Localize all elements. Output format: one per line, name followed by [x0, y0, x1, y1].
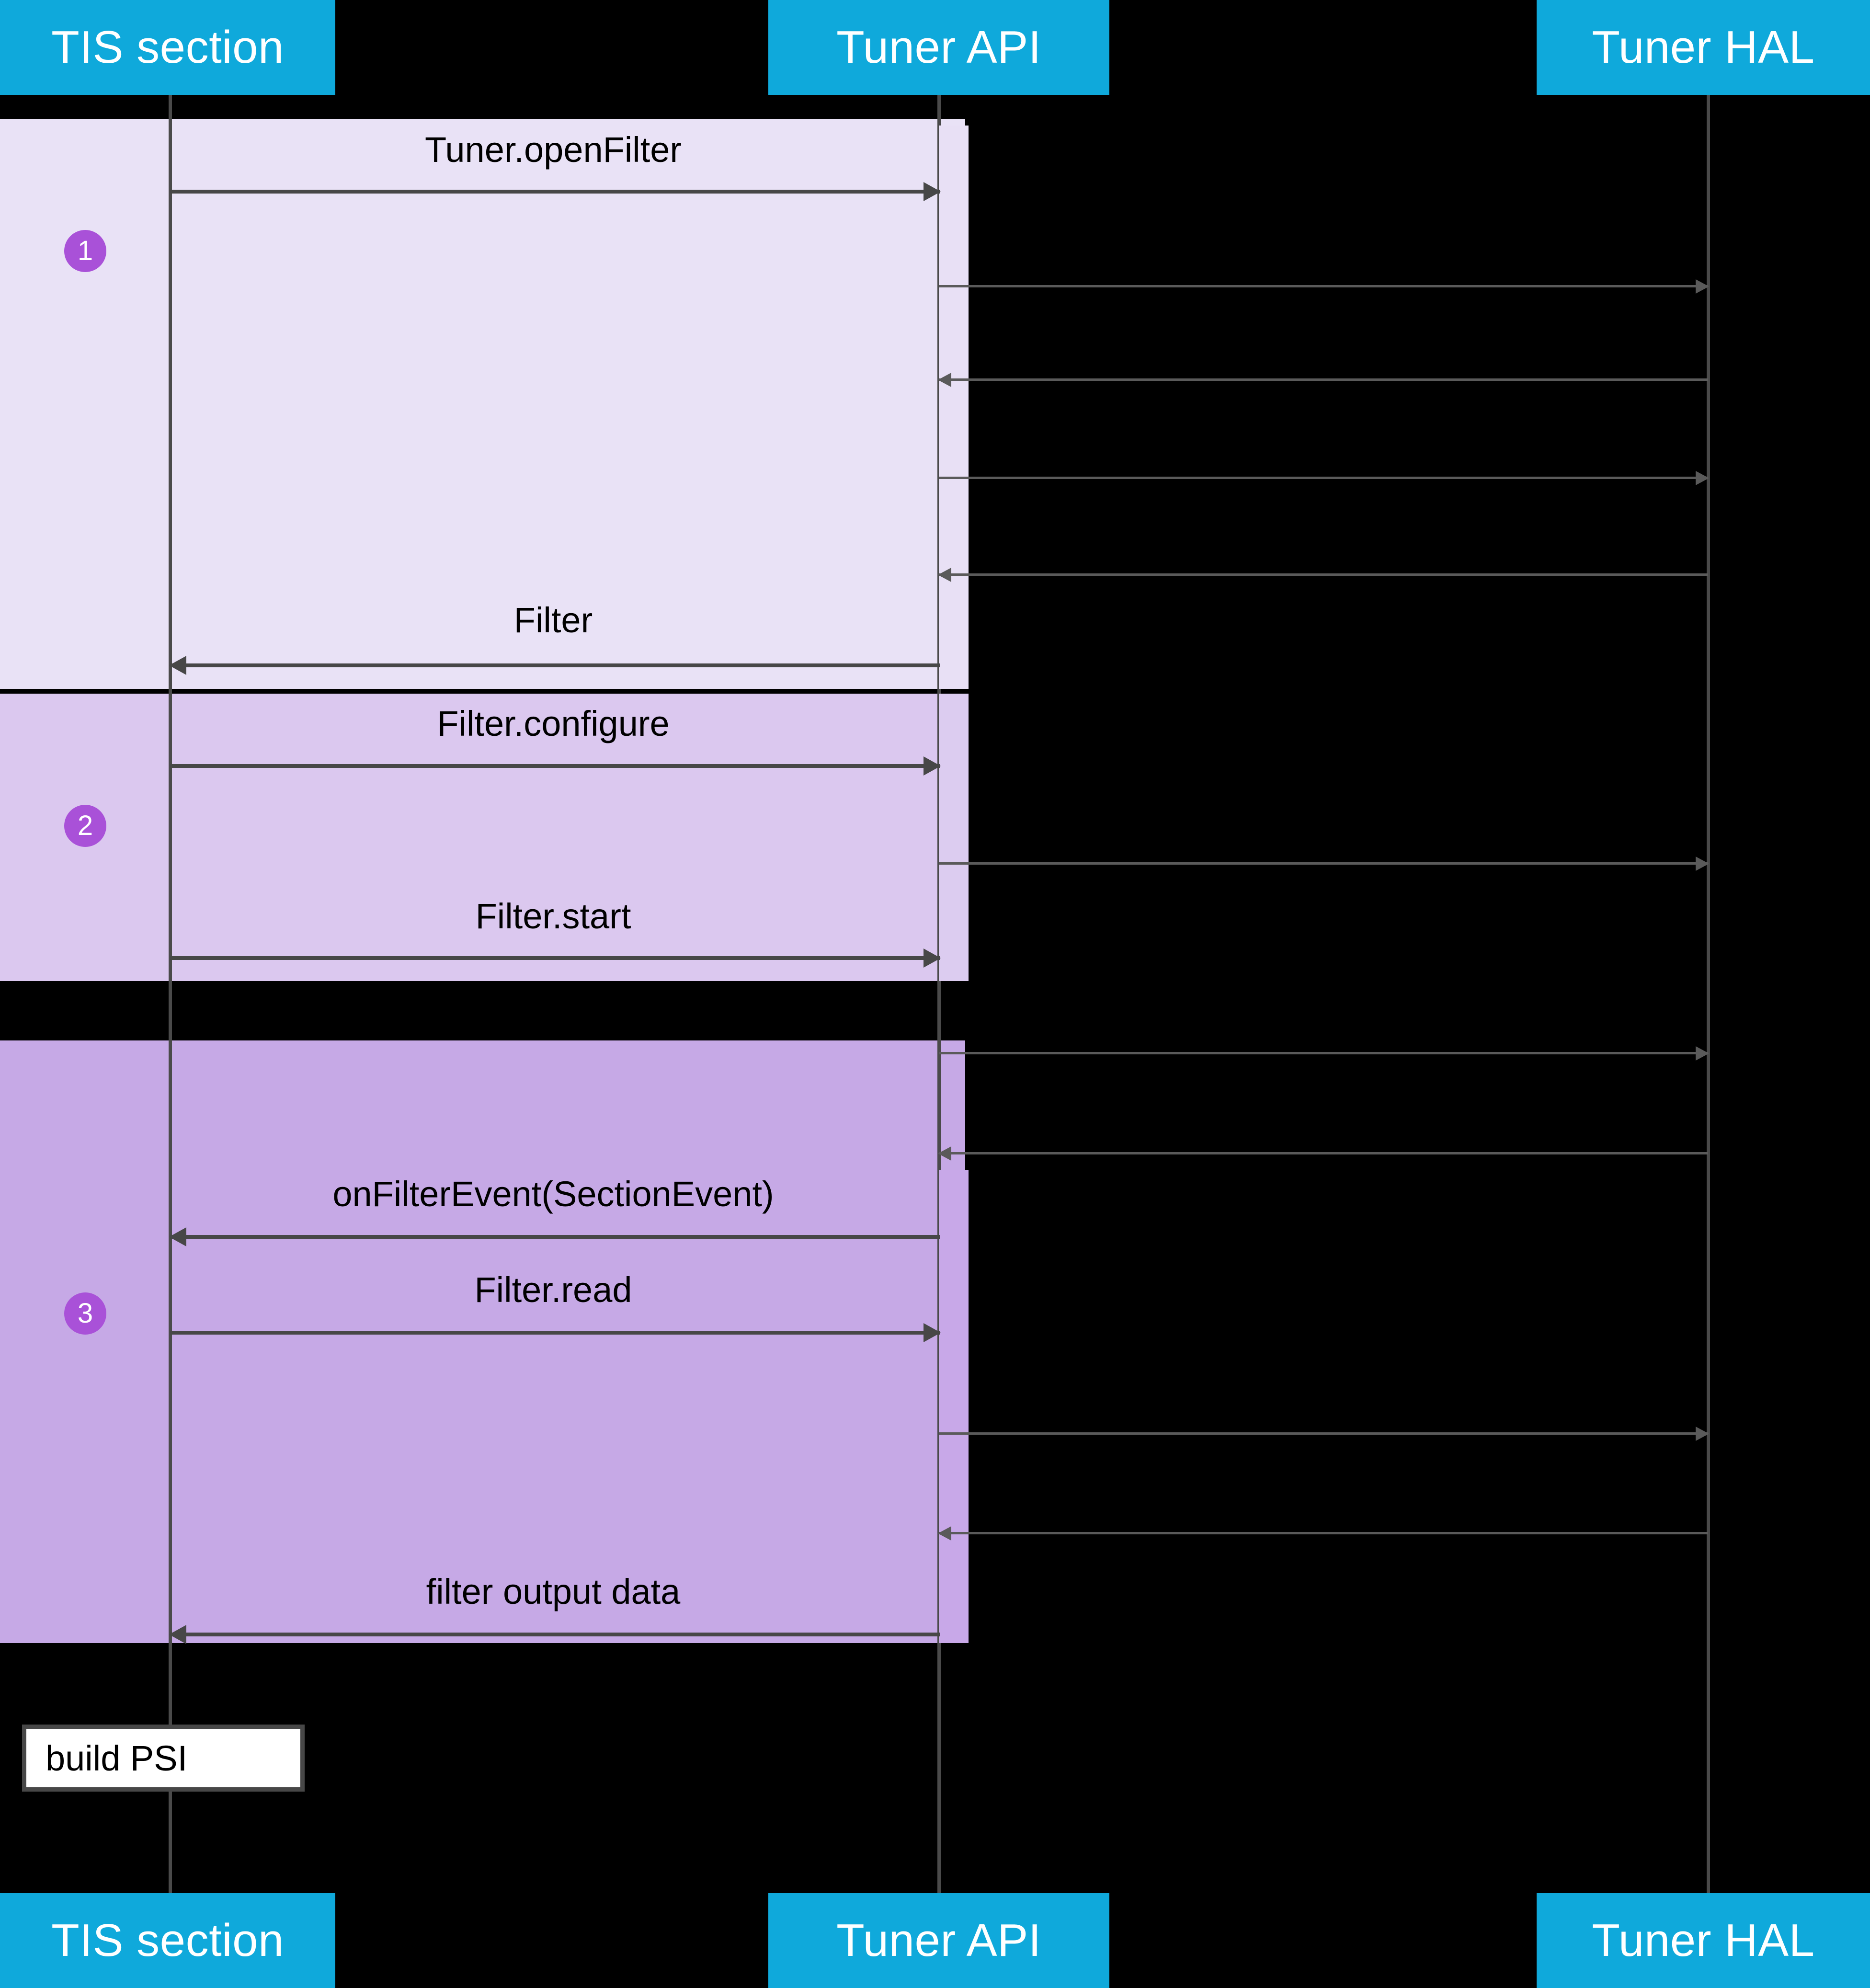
step-badge-1: 1: [64, 230, 106, 272]
step-badge-3: 3: [64, 1292, 106, 1335]
lifeline-tuner-api: [937, 95, 941, 1925]
step-region-2: [0, 694, 965, 981]
lifeline-tuner-hal: [1707, 95, 1710, 1925]
activation-tuner-api-1: [939, 126, 969, 689]
message-label-m13: Filter.read: [474, 1270, 632, 1310]
step-badge-2: 2: [64, 805, 106, 847]
participant-footer-tuner-hal-label: Tuner HAL: [1592, 1915, 1815, 1966]
message-label-m7: Filter.configure: [437, 704, 670, 743]
participant-header-tis-section-label: TIS section: [51, 22, 284, 73]
lifeline-tis-section: [169, 95, 172, 1925]
step-badge-2-number: 2: [77, 810, 93, 841]
participant-footer-tuner-api-label: Tuner API: [836, 1915, 1041, 1966]
participant-footer-tis-section-label: TIS section: [51, 1915, 284, 1966]
participant-header-tuner-api-label: Tuner API: [836, 22, 1041, 73]
step-region-1: [0, 119, 965, 689]
message-label-m1: Tuner.openFilter: [424, 130, 682, 170]
step-region-3: [0, 1040, 965, 1643]
activation-tuner-api-2: [939, 694, 969, 981]
message-label-m16: filter output data: [426, 1572, 681, 1611]
participant-footer-tuner-api[interactable]: Tuner API: [768, 1893, 1109, 1988]
participant-header-tuner-api[interactable]: Tuner API: [768, 0, 1109, 95]
message-label-m6: Filter: [513, 600, 593, 640]
message-label-m9: Filter.start: [475, 896, 631, 936]
activation-tuner-api-3: [939, 1170, 969, 1643]
participant-header-tis-section[interactable]: TIS section: [0, 0, 335, 95]
note-build-psi-label: build PSI: [46, 1738, 188, 1778]
participant-header-tuner-hal-label: Tuner HAL: [1592, 22, 1815, 73]
message-label-m12: onFilterEvent(SectionEvent): [332, 1174, 774, 1214]
step-badge-1-number: 1: [77, 235, 93, 266]
step-badge-3-number: 3: [77, 1298, 93, 1329]
participant-header-tuner-hal[interactable]: Tuner HAL: [1537, 0, 1870, 95]
participant-footer-tuner-hal[interactable]: Tuner HAL: [1537, 1893, 1870, 1988]
note-build-psi: build PSI: [22, 1725, 305, 1792]
participant-footer-tis-section[interactable]: TIS section: [0, 1893, 335, 1988]
